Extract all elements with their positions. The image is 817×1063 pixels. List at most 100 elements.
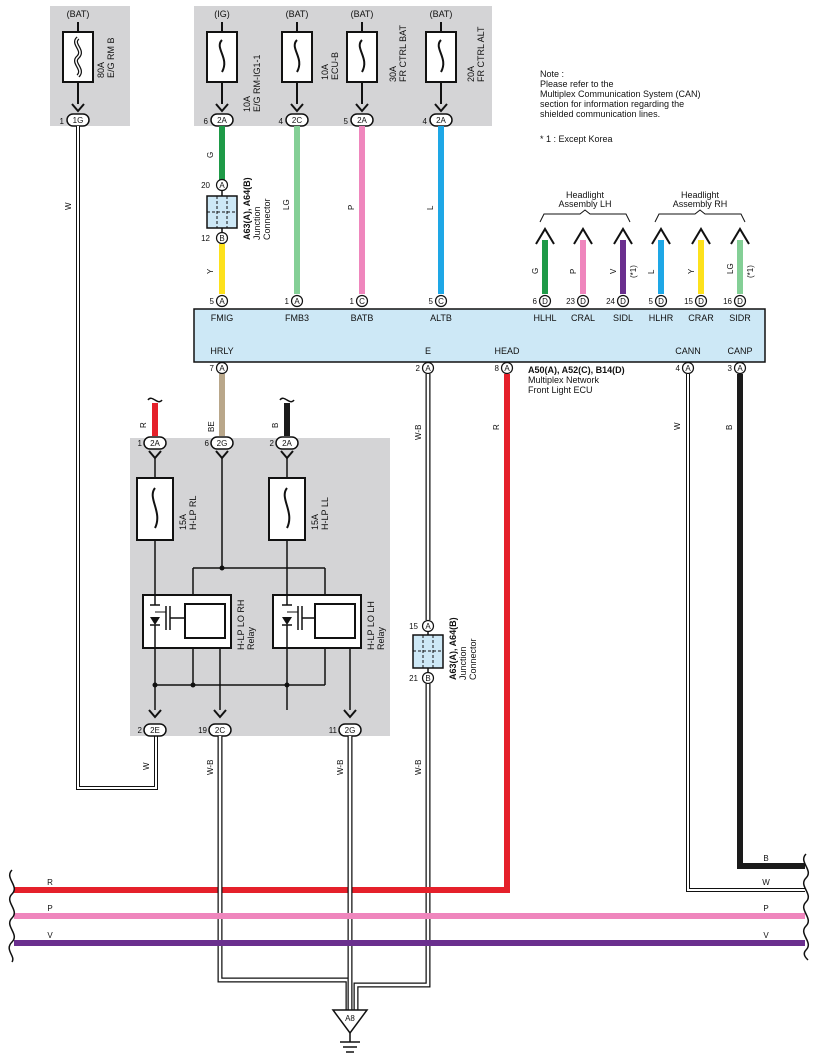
- svg-text:V: V: [609, 268, 618, 274]
- fuse-fr-ctrl-bat: [346, 22, 378, 104]
- svg-text:BATB: BATB: [351, 313, 374, 323]
- note-block: Note : Please refer to the Multiplex Com…: [540, 69, 701, 144]
- svg-text:E/G RM B: E/G RM B: [106, 37, 116, 78]
- svg-text:Note :: Note :: [540, 69, 564, 79]
- fuse-ig1: [206, 22, 238, 104]
- supply-label-5: (BAT): [430, 9, 453, 19]
- svg-text:Junction: Junction: [458, 646, 468, 680]
- svg-text:HEAD: HEAD: [494, 346, 520, 356]
- fuse-h-lp-ll: [268, 477, 306, 541]
- fuse-h-lp-rl: [136, 477, 174, 541]
- svg-text:2A: 2A: [217, 116, 227, 125]
- svg-text:1: 1: [138, 439, 143, 448]
- ecu-pin-altb: 5 C ALTB: [429, 294, 452, 323]
- svg-text:1: 1: [350, 297, 355, 306]
- wire-label-g: G: [206, 152, 215, 158]
- svg-text:4: 4: [676, 364, 681, 373]
- ecu-pin-e: E 2 A: [416, 346, 435, 375]
- svg-text:6: 6: [533, 297, 538, 306]
- svg-text:B: B: [219, 234, 224, 243]
- cut-mark-left: [8, 869, 15, 963]
- svg-text:H-LP LO LH: H-LP LO LH: [366, 601, 376, 650]
- conn-2a-ig: 6 2A: [204, 103, 234, 127]
- fuse-h-lp-rl-label: 15A H-LP RL: [178, 496, 198, 530]
- svg-text:2C: 2C: [292, 116, 302, 125]
- svg-text:3: 3: [728, 364, 733, 373]
- svg-text:11: 11: [329, 726, 338, 735]
- ecu-pin-cral: 23 D CRAL: [566, 294, 595, 323]
- supply-label-3: (BAT): [286, 9, 309, 19]
- svg-text:E/G RM-IG1-1: E/G RM-IG1-1: [252, 54, 262, 112]
- svg-text:CANP: CANP: [727, 346, 752, 356]
- svg-text:1: 1: [60, 117, 65, 126]
- svg-text:D: D: [737, 297, 743, 306]
- svg-text:E: E: [425, 346, 431, 356]
- fuse-label-fr-ctrl-bat: 30A FR CTRL BAT: [388, 24, 408, 82]
- bus-label-v-right: V: [763, 931, 769, 940]
- svg-text:19: 19: [198, 726, 207, 735]
- svg-text:A: A: [294, 297, 300, 306]
- svg-text:shielded communication lines.: shielded communication lines.: [540, 109, 660, 119]
- svg-text:HLHL: HLHL: [533, 313, 556, 323]
- svg-text:A: A: [737, 364, 743, 373]
- svg-text:2E: 2E: [150, 726, 160, 735]
- svg-text:Headlight: Headlight: [681, 190, 720, 200]
- svg-text:HLHR: HLHR: [649, 313, 674, 323]
- svg-text:D: D: [658, 297, 664, 306]
- svg-text:A: A: [219, 181, 225, 190]
- wire-label-l: L: [426, 205, 435, 210]
- svg-text:5: 5: [649, 297, 654, 306]
- fuse-label-ig1: 10A E/G RM-IG1-1: [242, 54, 262, 112]
- svg-text:Headlight: Headlight: [566, 190, 605, 200]
- svg-text:SIDR: SIDR: [729, 313, 751, 323]
- headlight-rh-label: Headlight Assembly RH: [654, 190, 746, 223]
- svg-text:FR CTRL ALT: FR CTRL ALT: [476, 26, 486, 82]
- svg-text:A8: A8: [345, 1014, 355, 1023]
- svg-text:Assembly RH: Assembly RH: [673, 199, 728, 209]
- svg-text:B: B: [425, 674, 430, 683]
- svg-text:L: L: [647, 269, 656, 274]
- svg-text:A63(A), A64(B): A63(A), A64(B): [448, 617, 458, 680]
- svg-text:4: 4: [423, 117, 428, 126]
- svg-text:Y: Y: [687, 268, 696, 274]
- svg-text:80A: 80A: [96, 62, 106, 78]
- svg-text:section for information regard: section for information regarding the: [540, 99, 684, 109]
- svg-text:7: 7: [210, 364, 215, 373]
- svg-text:SIDL: SIDL: [613, 313, 633, 323]
- fuse-ecu-b: [281, 22, 313, 104]
- wire-label-e-wb: W-B: [414, 425, 423, 440]
- svg-text:2: 2: [270, 439, 275, 448]
- relay-h-lp-lo-lh: [272, 594, 362, 649]
- svg-text:(*1): (*1): [629, 265, 638, 278]
- ecu-pin-head: HEAD 8 A: [494, 346, 520, 375]
- supply-label-2: (IG): [214, 9, 230, 19]
- svg-text:1: 1: [285, 297, 290, 306]
- wire-label-canp-b: B: [725, 425, 734, 430]
- svg-text:Connector: Connector: [468, 638, 478, 680]
- svg-text:2A: 2A: [357, 116, 367, 125]
- ground-a8: A8: [331, 1009, 369, 1053]
- svg-text:15A: 15A: [310, 514, 320, 530]
- svg-text:24: 24: [606, 297, 615, 306]
- svg-text:Front Light ECU: Front Light ECU: [528, 385, 593, 395]
- ecu-pin-batb: 1 C BATB: [350, 294, 374, 323]
- ecu-pin-fmig: 5 A FMIG: [210, 294, 233, 323]
- svg-text:C: C: [438, 297, 444, 306]
- ecu-pin-hrly: HRLY 7 A: [210, 346, 234, 375]
- junction-connector-top: 20 A 12 B: [201, 178, 238, 245]
- bus-label-b: B: [763, 854, 768, 863]
- svg-text:FMB3: FMB3: [285, 313, 309, 323]
- svg-text:P: P: [569, 269, 578, 274]
- wire-crar: Y: [687, 227, 711, 294]
- svg-text:10A: 10A: [242, 96, 252, 112]
- svg-text:D: D: [620, 297, 626, 306]
- svg-text:H-LP RL: H-LP RL: [188, 496, 198, 530]
- svg-text:CRAL: CRAL: [571, 313, 595, 323]
- ecu-pin-hlhr: 5 D HLHR: [649, 294, 674, 323]
- wire-head-r: [14, 374, 510, 893]
- svg-text:5: 5: [429, 297, 434, 306]
- svg-text:B: B: [271, 423, 280, 428]
- cut-mark-right: [803, 853, 809, 961]
- svg-text:Multiplex Communication System: Multiplex Communication System (CAN): [540, 89, 701, 99]
- svg-text:1G: 1G: [73, 116, 84, 125]
